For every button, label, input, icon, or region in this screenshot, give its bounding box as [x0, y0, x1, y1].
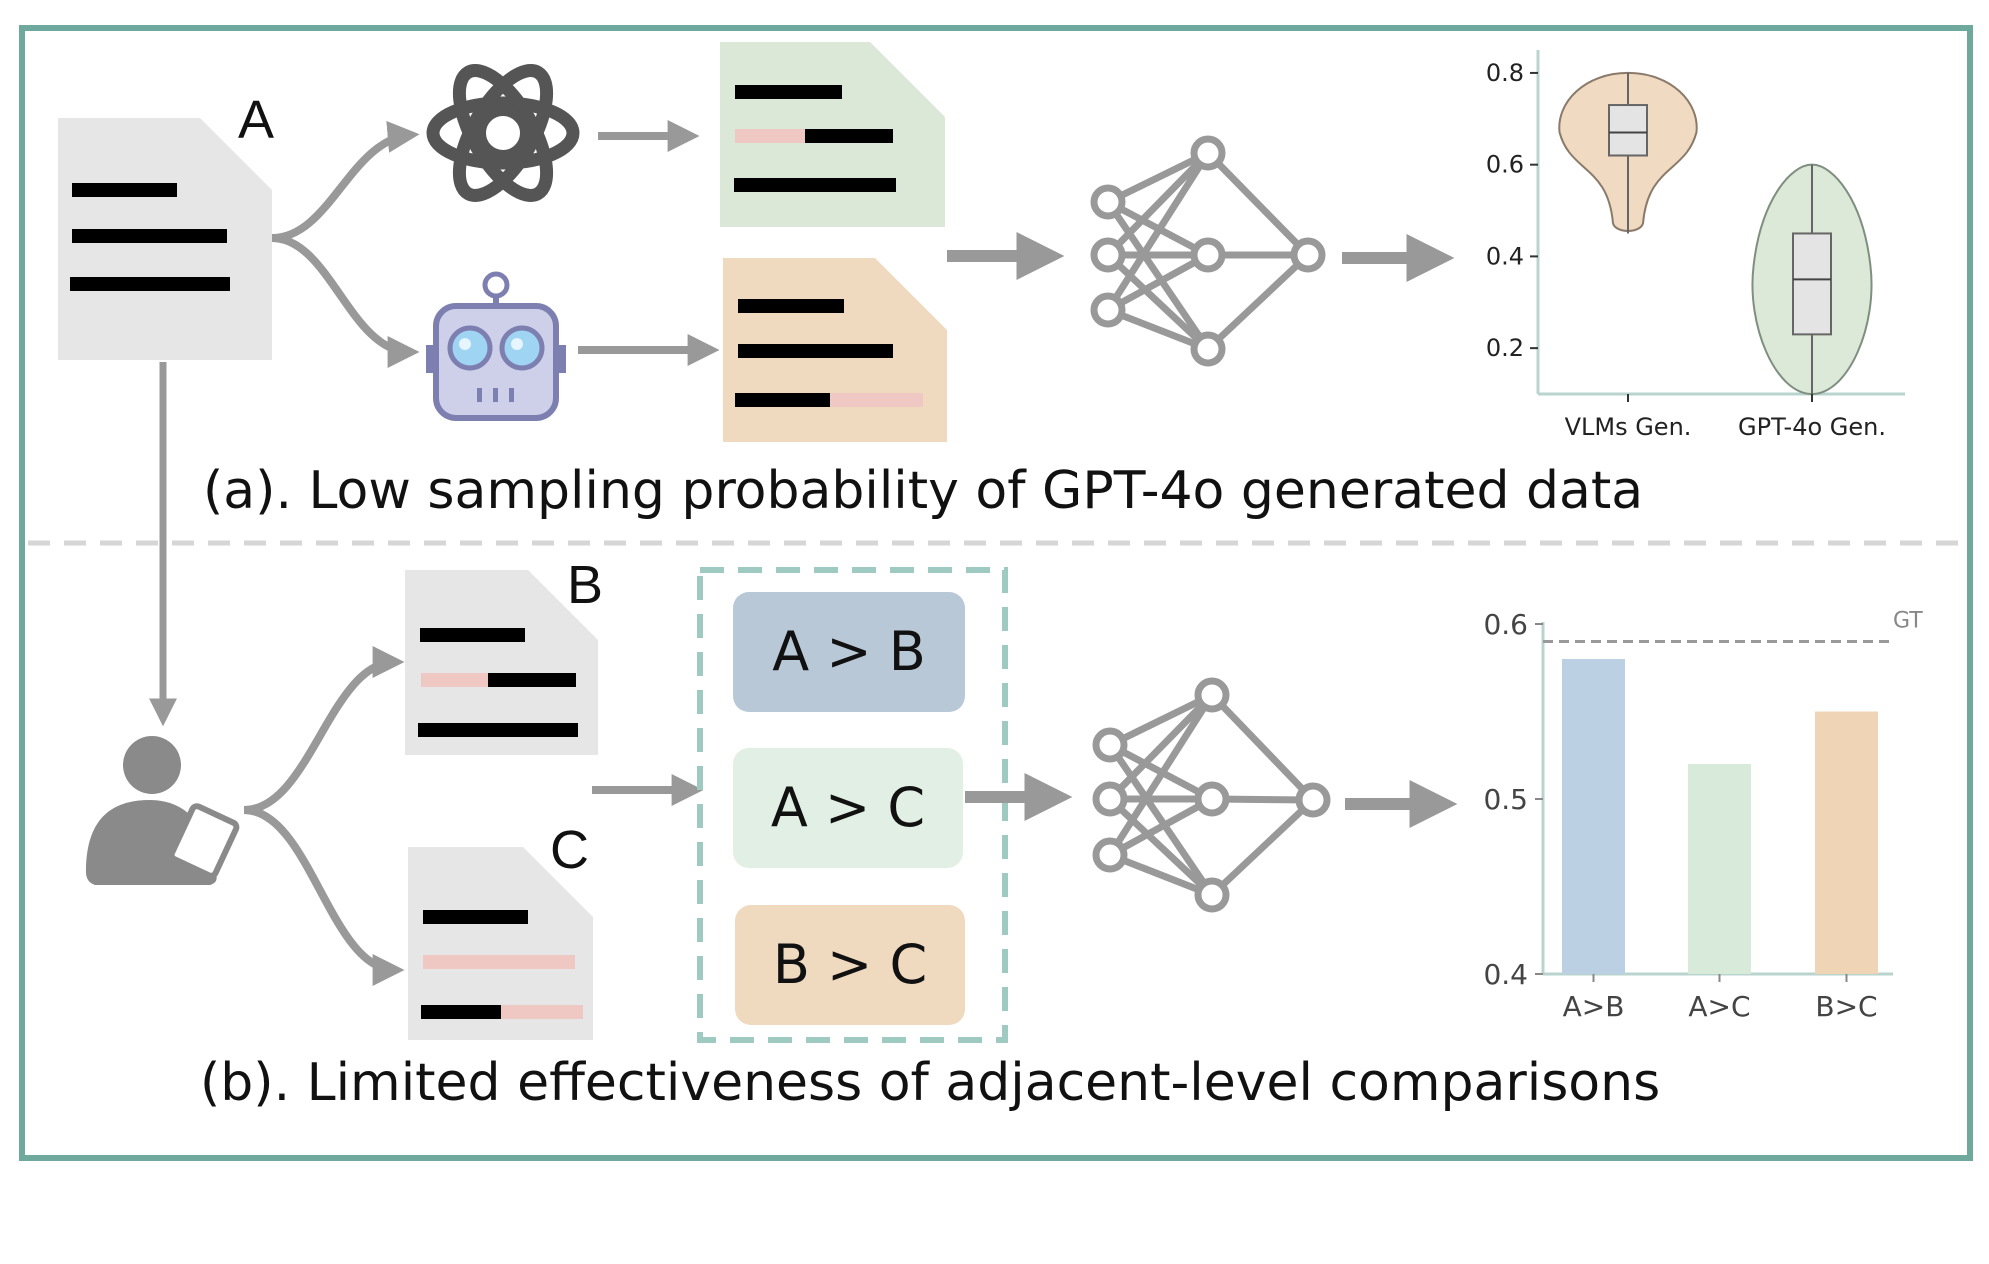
gpt-logo-icon	[426, 64, 580, 202]
violin-chart: 0.2 0.4 0.6 0.8 VLMs Gen. GPT-4o Gen.	[1486, 50, 1905, 441]
pair-a-b-box: A > B	[733, 592, 965, 712]
caption-top: (a). Low sampling probability of GPT-4o …	[203, 461, 1643, 521]
violin-y-tick-label: 0.4	[1486, 242, 1524, 270]
bar	[1688, 764, 1751, 974]
bar	[1562, 659, 1625, 974]
violin-x-label: VLMs Gen.	[1565, 413, 1692, 441]
violin-x-label: GPT-4o Gen.	[1738, 413, 1886, 441]
document-c-label: C	[550, 820, 589, 880]
branch-arrow-to-gpt	[271, 120, 420, 242]
bar-x-label: A>C	[1688, 990, 1750, 1023]
neural-network-icon-bottom	[1092, 677, 1331, 913]
neural-network-icon-top	[1090, 135, 1326, 367]
outer-frame	[19, 25, 1973, 1161]
gpt-generated-document	[720, 42, 945, 227]
pair-a-b-text: A > B	[772, 620, 926, 683]
document-b-label: B	[567, 555, 603, 615]
pair-a-c-box: A > C	[733, 748, 963, 868]
vlm-generated-document	[723, 258, 947, 442]
branch-arrow-to-robot	[271, 234, 420, 368]
violin-box	[1792, 232, 1832, 336]
document-a	[58, 118, 272, 360]
violin-y-tick-label: 0.6	[1486, 151, 1524, 179]
branch-arrow-to-doc-c	[243, 806, 405, 986]
bar-x-label: A>B	[1563, 990, 1625, 1023]
human-annotator-icon	[86, 736, 240, 885]
document-a-label: A	[238, 90, 274, 150]
violin-y-tick-label: 0.2	[1486, 334, 1524, 362]
violin-box	[1608, 104, 1648, 157]
branch-arrow-to-doc-b	[243, 646, 405, 814]
bar-y-tick-label: 0.4	[1483, 958, 1528, 991]
document-c	[408, 847, 593, 1040]
violin-y-tick-label: 0.8	[1486, 59, 1524, 87]
pair-a-c-text: A > C	[771, 776, 925, 839]
bar-chart: 0.4 0.5 0.6 A>B A>C B>C GT	[1483, 608, 1923, 1023]
pair-b-c-box: B > C	[735, 905, 965, 1025]
caption-bottom: (b). Limited effectiveness of adjacent-l…	[200, 1053, 1660, 1113]
bar-y-tick-label: 0.5	[1483, 783, 1528, 816]
pair-b-c-text: B > C	[773, 933, 927, 996]
pair-comparison-box	[697, 567, 1008, 1043]
bar-y-tick-label: 0.6	[1483, 608, 1528, 641]
gt-reference-label: GT	[1893, 609, 1923, 634]
robot-icon	[426, 271, 566, 421]
bar-x-label: B>C	[1815, 990, 1877, 1023]
document-b	[405, 570, 598, 755]
bar	[1815, 711, 1878, 974]
